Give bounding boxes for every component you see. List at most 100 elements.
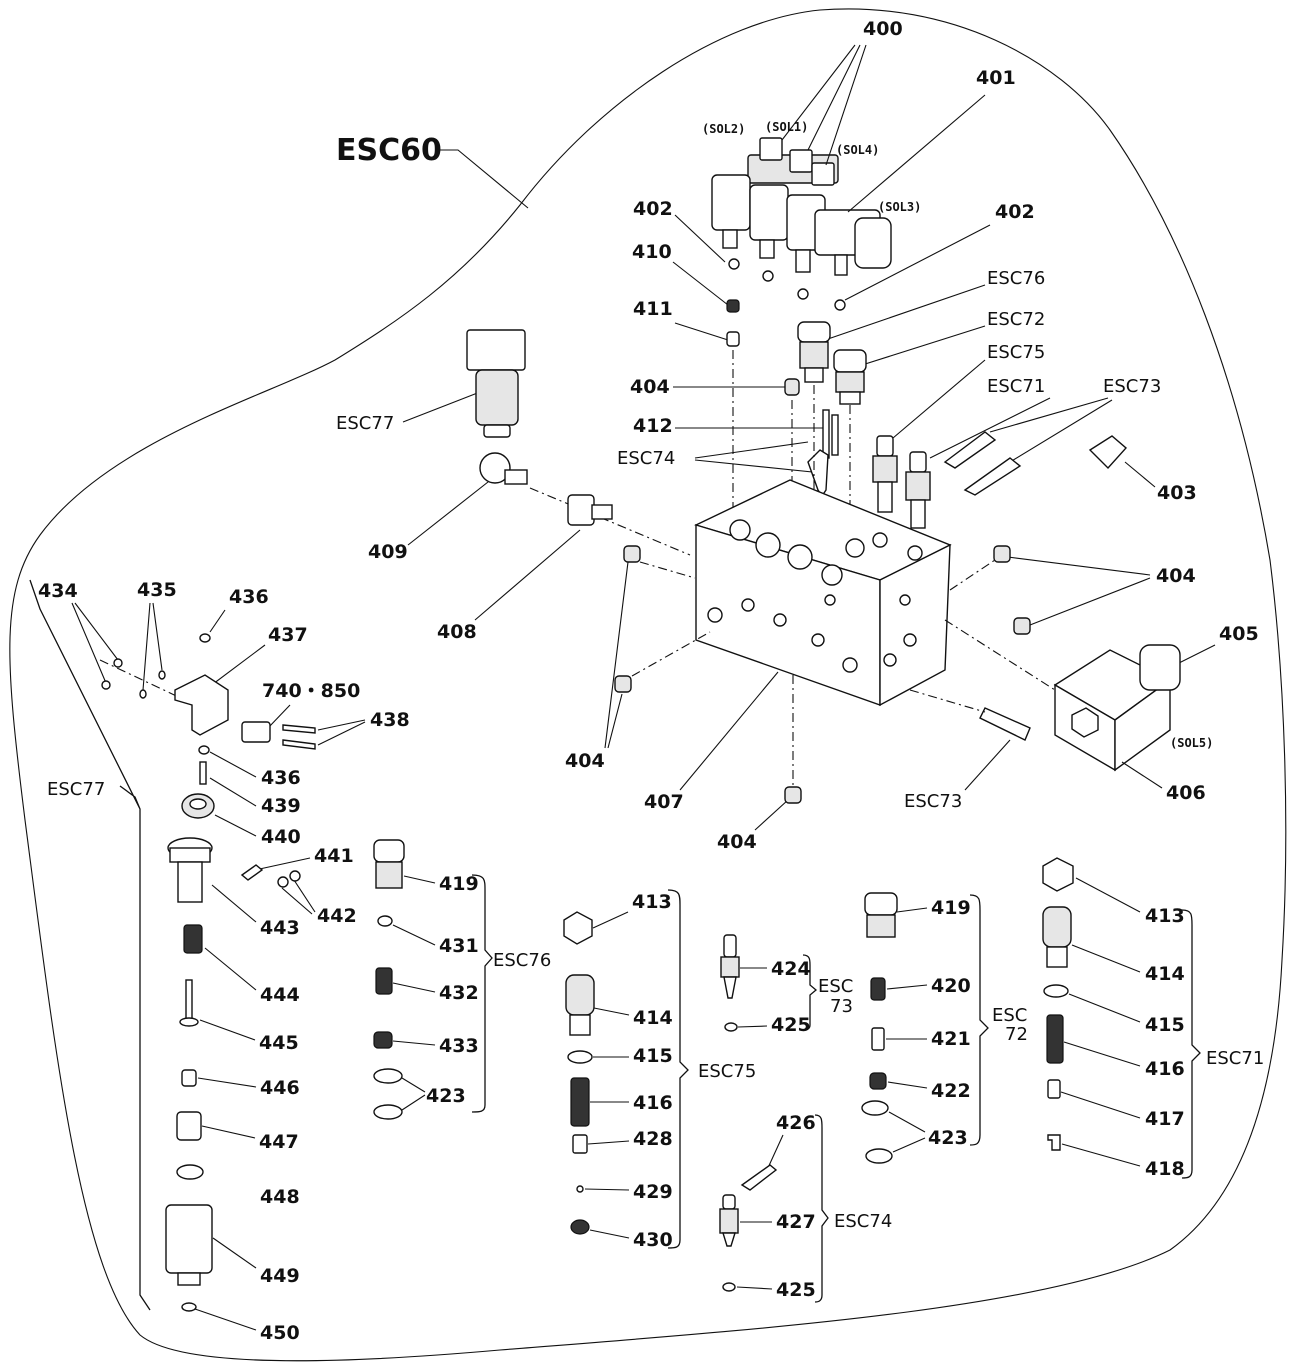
label-426: 426 [776,1112,816,1134]
label-443: 443 [260,917,300,939]
label-403: 403 [1157,482,1197,504]
label-422: 422 [931,1080,971,1102]
esc71-group-label: ESC71 [1206,1048,1264,1069]
esc72-callout: ESC72 [987,309,1045,330]
label-439: 439 [261,795,301,817]
esc76-group-label: ESC76 [493,950,551,971]
label-436-top: 436 [229,586,269,608]
bowl-449 [165,1204,213,1286]
label-413-esc71: 413 [1145,905,1185,927]
label-404-bottom: 404 [717,831,757,853]
esc73-check-valves [943,431,1022,496]
part-424 [720,934,740,999]
manifold-block [694,479,952,707]
fitting-409 [479,452,528,485]
esc75-relief-valve [872,435,898,513]
sol1-label: (SOL1) [765,120,808,134]
label-423-esc76: 423 [426,1085,466,1107]
label-411: 411 [633,298,673,320]
label-423-esc72: 423 [928,1127,968,1149]
nut-413-esc75 [563,911,593,945]
label-405: 405 [1219,623,1259,645]
esc74-callout: ESC74 [617,448,675,469]
label-447: 447 [259,1131,299,1153]
label-431: 431 [439,935,479,957]
esc77-filter [466,329,526,438]
label-419-esc76: 419 [439,873,479,895]
esc73-group-label-1: ESC [818,976,853,997]
assembly-boundary [9,8,1287,1362]
label-450: 450 [260,1322,300,1344]
esc75-group-label: ESC75 [698,1061,756,1082]
esc72-group-label-2: 72 [1005,1024,1028,1045]
label-416-esc71: 416 [1145,1058,1185,1080]
label-438: 438 [370,709,410,731]
label-437: 437 [268,624,308,646]
label-449: 449 [260,1265,300,1287]
solenoid-valve-cluster [711,137,892,276]
label-430: 430 [633,1229,673,1251]
label-409: 409 [368,541,408,563]
label-427: 427 [776,1211,816,1233]
label-402-right: 402 [995,201,1035,223]
label-432: 432 [439,982,479,1004]
label-425-esc73: 425 [771,1014,811,1036]
esc74-group-label: ESC74 [834,1211,892,1232]
sol3-label: (SOL3) [878,200,921,214]
label-440: 440 [261,826,301,848]
nut-413-esc71 [1042,857,1074,892]
label-420: 420 [931,975,971,997]
label-425-esc74: 425 [776,1279,816,1301]
part-419-esc72 [864,892,898,938]
esc77-callout-left: ESC77 [47,779,105,800]
label-441: 441 [314,845,354,867]
esc77-callout-top: ESC77 [336,413,394,434]
label-414-esc71: 414 [1145,963,1185,985]
assembly-title: ESC60 [336,133,442,168]
label-408: 408 [437,621,477,643]
esc76-cartridge [797,321,831,383]
label-404-top: 404 [630,376,670,398]
label-404-left: 404 [565,750,605,772]
sol5-label: (SOL5) [1170,736,1213,750]
esc72-cartridge [833,349,867,405]
label-436-bottom: 436 [261,767,301,789]
label-407: 407 [644,791,684,813]
pin-445 [179,979,199,1027]
label-445: 445 [259,1032,299,1054]
label-435: 435 [137,579,177,601]
label-418: 418 [1145,1158,1185,1180]
label-421: 421 [931,1028,971,1050]
part-419-esc76 [373,839,405,863]
label-406: 406 [1166,782,1206,804]
housing-443 [167,837,213,903]
label-434: 434 [38,580,78,602]
esc73-group-label-2: 73 [830,996,853,1017]
label-417: 417 [1145,1108,1185,1130]
label-413-esc75: 413 [632,891,672,913]
esc75-callout: ESC75 [987,342,1045,363]
label-419-esc72: 419 [931,897,971,919]
label-404-right: 404 [1156,565,1196,587]
esc73-callout-mid: ESC73 [904,791,962,812]
label-428: 428 [633,1128,673,1150]
esc71-callout: ESC71 [987,376,1045,397]
part-427 [719,1194,739,1247]
label-414-esc75: 414 [633,1007,673,1029]
esc76-callout: ESC76 [987,268,1045,289]
label-415-esc71: 415 [1145,1014,1185,1036]
label-429: 429 [633,1181,673,1203]
esc72-group-label-1: ESC [992,1005,1027,1026]
label-433: 433 [439,1035,479,1057]
label-446: 446 [260,1077,300,1099]
esc73-callout-top: ESC73 [1103,376,1161,397]
label-448: 448 [260,1186,300,1208]
label-410: 410 [632,241,672,263]
part-414-esc75 [565,974,595,1036]
label-400: 400 [863,18,903,40]
label-442: 442 [317,905,357,927]
sol5-valve [1053,644,1181,772]
sol4-label: (SOL4) [836,143,879,157]
label-401: 401 [976,67,1016,89]
